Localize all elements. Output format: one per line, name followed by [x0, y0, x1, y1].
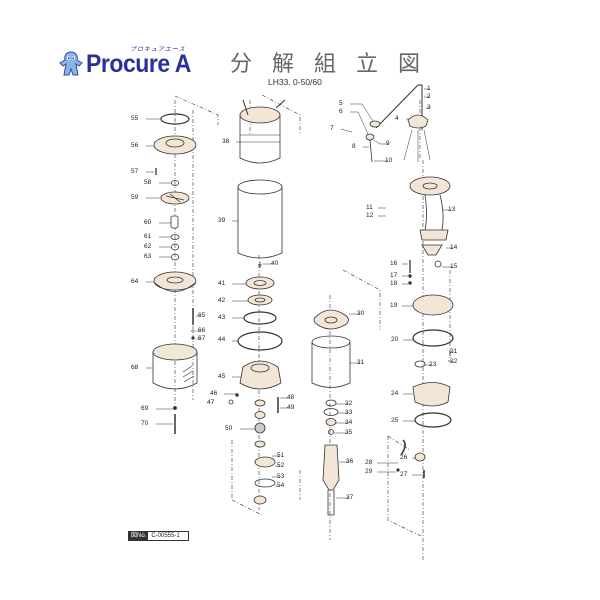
part-number-label: 61	[144, 232, 152, 240]
part-number-label: 49	[287, 403, 295, 411]
part-number-label: 13	[448, 205, 456, 213]
part-number-label: 55	[131, 114, 139, 122]
part-number-label: 70	[141, 419, 149, 427]
part-number-label: 44	[218, 335, 226, 343]
part-number-label: 29	[365, 467, 373, 475]
part-number-label: 12	[366, 211, 374, 219]
part-number-label: 34	[345, 418, 353, 426]
part-number-label: 47	[207, 398, 215, 406]
part-number-label: 48	[287, 393, 295, 401]
part-number-label: 59	[131, 193, 139, 201]
part-number-label: 40	[271, 259, 279, 267]
part-number-label: 19	[390, 301, 398, 309]
part-number-label: 1	[427, 84, 431, 92]
part-number-label: 31	[357, 358, 365, 366]
part-number-label: 68	[131, 363, 139, 371]
part-number-label: 65	[198, 311, 206, 319]
part-number-label: 5	[339, 99, 343, 107]
part-number-label: 62	[144, 242, 152, 250]
part-number-label: 24	[391, 389, 399, 397]
part-number-label: 23	[429, 360, 437, 368]
part-number-label: 8	[352, 142, 356, 150]
part-number-label: 14	[450, 243, 458, 251]
part-number-label: 51	[277, 451, 285, 459]
part-number-label: 42	[218, 296, 226, 304]
part-number-label: 38	[222, 137, 230, 145]
part-number-label: 4	[395, 114, 399, 122]
part-number-label: 7	[330, 124, 334, 132]
part-number-label: 21	[450, 347, 458, 355]
part-number-label: 46	[210, 389, 218, 397]
drawing-number-box: 図No. C-00555-1	[128, 531, 189, 541]
part-number-label: 6	[339, 107, 343, 115]
part-number-label: 56	[131, 141, 139, 149]
drawing-number-label: 図No.	[129, 532, 149, 540]
part-number-label: 33	[345, 408, 353, 416]
part-number-label: 3	[427, 103, 431, 111]
part-number-label: 17	[390, 271, 398, 279]
part-number-label: 57	[131, 167, 139, 175]
part-number-label: 9	[386, 139, 390, 147]
part-number-label: 52	[277, 461, 285, 469]
brand-name: Procure A	[86, 49, 191, 78]
part-number-label: 64	[131, 277, 139, 285]
part-number-label: 37	[346, 493, 354, 501]
part-number-label: 30	[357, 309, 365, 317]
part-number-label: 26	[400, 453, 408, 461]
part-number-label: 50	[225, 424, 233, 432]
drawing-number-value: C-00555-1	[151, 533, 180, 539]
part-number-label: 11	[366, 203, 373, 211]
part-number-label: 28	[365, 458, 373, 466]
brand-kana: プロキュアエース	[130, 47, 186, 53]
part-number-label: 66	[198, 326, 206, 334]
part-number-label: 25	[391, 416, 399, 424]
part-number-label: 15	[450, 262, 458, 270]
part-number-label: 36	[346, 457, 354, 465]
part-number-label: 60	[144, 218, 152, 226]
part-number-label: 2	[427, 92, 431, 100]
part-number-label: 32	[345, 399, 353, 407]
brand-logo: Procure A プロキュアエース	[58, 47, 200, 80]
part-number-label: 43	[218, 313, 226, 321]
part-number-label: 54	[277, 481, 285, 489]
mascot-icon	[58, 50, 84, 78]
part-number-label: 18	[390, 279, 398, 287]
part-number-label: 53	[277, 472, 285, 480]
model-number: LH33. 0-50/60	[268, 77, 322, 87]
part-number-label: 20	[391, 335, 399, 343]
part-number-label: 63	[144, 252, 152, 260]
part-number-label: 41	[218, 279, 226, 287]
page-title: 分解組立図	[230, 52, 441, 77]
part-number-label: 45	[218, 372, 226, 380]
part-number-label: 58	[144, 178, 152, 186]
part-number-label: 39	[218, 216, 226, 224]
part-number-label: 22	[450, 357, 458, 365]
part-number-label: 10	[385, 156, 393, 164]
part-number-label: 27	[400, 470, 408, 478]
part-number-label: 69	[141, 404, 149, 412]
part-number-label: 67	[198, 334, 206, 342]
part-number-label: 16	[390, 259, 398, 267]
part-number-label: 35	[345, 428, 353, 436]
